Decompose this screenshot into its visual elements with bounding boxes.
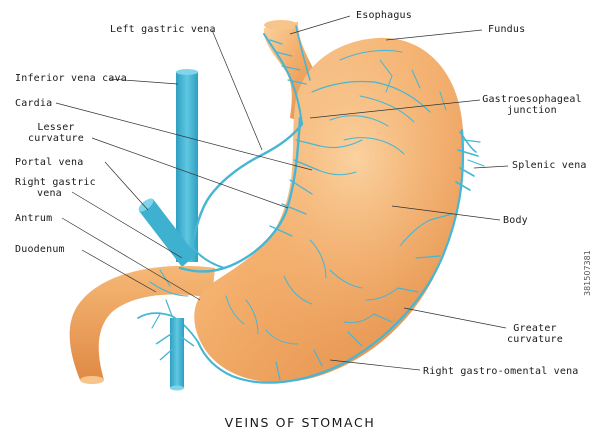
label-right-gastro-omental-vena: Right gastro-omental vena	[423, 366, 579, 377]
label-body: Body	[503, 215, 528, 226]
label-right-gastric-vena-line2: vena	[37, 188, 62, 199]
label-splenic-vena: Splenic vena	[512, 160, 587, 171]
label-left-gastric-vena: Left gastric vena	[110, 24, 216, 35]
label-duodenum: Duodenum	[15, 244, 65, 255]
label-greater-curvature: Greater curvature	[500, 323, 570, 345]
lower-vein-shape	[170, 318, 184, 388]
label-inferior-vena-cava: Inferior vena cava	[15, 73, 127, 84]
diagram-title: VEINS OF STOMACH	[224, 415, 376, 430]
label-antrum: Antrum	[15, 213, 53, 224]
label-gastroesophageal-junction: Gastroesophageal junction	[482, 94, 582, 116]
inferior-vena-cava-shape	[176, 72, 198, 262]
label-gastroesophageal-junction-line2: junction	[507, 105, 557, 116]
label-esophagus: Esophagus	[356, 10, 412, 21]
label-right-gastric-vena-line1: Right gastric	[15, 177, 96, 188]
label-greater-curvature-line1: Greater	[513, 323, 557, 334]
inferior-vena-cava-top	[176, 69, 198, 75]
label-gastroesophageal-junction-line1: Gastroesophageal	[482, 94, 582, 105]
label-lesser-curvature-line2: curvature	[28, 133, 84, 144]
label-portal-vena: Portal vena	[15, 157, 84, 168]
stock-id: 381507381	[583, 250, 592, 296]
duodenum-shape	[69, 265, 215, 380]
portal-vena-shape	[139, 199, 196, 267]
label-greater-curvature-line2: curvature	[507, 334, 563, 345]
label-cardia: Cardia	[15, 98, 53, 109]
label-lesser-curvature-line1: Lesser	[37, 122, 75, 133]
label-fundus: Fundus	[488, 24, 526, 35]
label-lesser-curvature: Lesser curvature	[26, 122, 86, 144]
label-right-gastric-vena: Right gastric vena	[15, 177, 96, 199]
vein-network	[137, 25, 485, 384]
leader-lines	[55, 15, 509, 371]
